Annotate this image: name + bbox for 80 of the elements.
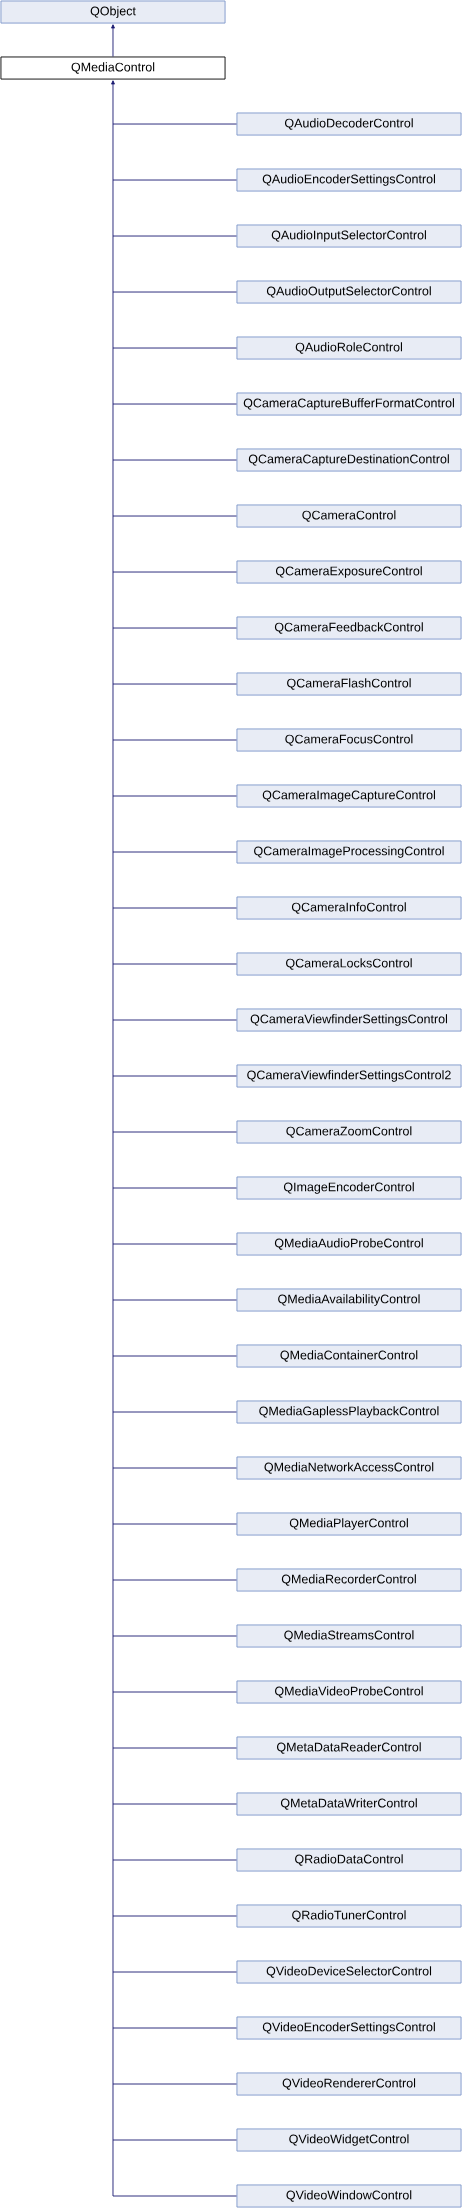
class-box: QCameraCaptureDestinationControl <box>236 448 462 472</box>
class-box: QMediaAvailabilityControl <box>236 1288 462 1312</box>
branch-line <box>112 1859 237 1861</box>
branch-line <box>112 403 237 405</box>
class-box: QMediaAudioProbeControl <box>236 1232 462 1256</box>
class-box: QMediaStreamsControl <box>236 1624 462 1648</box>
class-box: QCameraViewfinderSettingsControl2 <box>236 1064 462 1088</box>
class-box: QImageEncoderControl <box>236 1176 462 1200</box>
branch-line <box>112 459 237 461</box>
class-box: QCameraFeedbackControl <box>236 616 462 640</box>
class-box: QVideoDeviceSelectorControl <box>236 1960 462 1984</box>
class-box: QAudioInputSelectorControl <box>236 224 462 248</box>
class-box: QCameraExposureControl <box>236 560 462 584</box>
branch-line <box>112 1691 237 1693</box>
branch-line <box>112 1355 237 1357</box>
class-box: QCameraControl <box>236 504 462 528</box>
branch-line <box>112 739 237 741</box>
branch-line <box>112 1915 237 1917</box>
class-box: QMediaContainerControl <box>236 1344 462 1368</box>
branch-line <box>112 1019 237 1021</box>
branch-line <box>112 627 237 629</box>
class-box: QAudioOutputSelectorControl <box>236 280 462 304</box>
branch-line <box>112 1187 237 1189</box>
branch-line <box>112 123 237 125</box>
inheritance-arrow <box>111 80 115 2197</box>
branch-line <box>112 1747 237 1749</box>
class-box: QRadioDataControl <box>236 1848 462 1872</box>
class-box: QMetaDataWriterControl <box>236 1792 462 1816</box>
class-box: QAudioRoleControl <box>236 336 462 360</box>
branch-line <box>112 2027 237 2029</box>
branch-line <box>112 1243 237 1245</box>
branch-line <box>112 515 237 517</box>
branch-line <box>112 1131 237 1133</box>
class-box: QMediaPlayerControl <box>236 1512 462 1536</box>
branch-line <box>112 2083 237 2085</box>
class-box: QVideoWidgetControl <box>236 2128 462 2152</box>
branch-line <box>112 235 237 237</box>
class-box: QMediaNetworkAccessControl <box>236 1456 462 1480</box>
branch-line <box>112 1579 237 1581</box>
class-box: QCameraCaptureBufferFormatControl <box>236 392 462 416</box>
branch-line <box>112 1299 237 1301</box>
branch-line <box>112 683 237 685</box>
branch-line <box>112 907 237 909</box>
class-box: QCameraInfoControl <box>236 896 462 920</box>
branch-line <box>112 1971 237 1973</box>
branch-line <box>112 2139 237 2141</box>
class-box: QCameraViewfinderSettingsControl <box>236 1008 462 1032</box>
branch-line <box>112 1803 237 1805</box>
branch-line <box>112 1467 237 1469</box>
class-box: QMediaGaplessPlaybackControl <box>236 1400 462 1424</box>
branch-line <box>112 291 237 293</box>
class-box: QRadioTunerControl <box>236 1904 462 1928</box>
branch-line <box>112 851 237 853</box>
class-box: QMediaRecorderControl <box>236 1568 462 1592</box>
class-box: QMetaDataReaderControl <box>236 1736 462 1760</box>
branch-line <box>112 571 237 573</box>
class-box: QObject <box>0 0 226 24</box>
class-box: QCameraLocksControl <box>236 952 462 976</box>
branch-line <box>112 963 237 965</box>
branch-line <box>112 347 237 349</box>
class-box: QAudioDecoderControl <box>236 112 462 136</box>
branch-line <box>112 1635 237 1637</box>
class-box: QCameraImageCaptureControl <box>236 784 462 808</box>
class-box: QCameraFocusControl <box>236 728 462 752</box>
branch-line <box>112 795 237 797</box>
class-box: QCameraZoomControl <box>236 1120 462 1144</box>
branch-line <box>112 1411 237 1413</box>
class-box: QCameraImageProcessingControl <box>236 840 462 864</box>
class-box: QVideoWindowControl <box>236 2184 462 2208</box>
inheritance-arrow <box>111 24 115 57</box>
branch-line <box>112 1523 237 1525</box>
class-box: QAudioEncoderSettingsControl <box>236 168 462 192</box>
class-box: QVideoEncoderSettingsControl <box>236 2016 462 2040</box>
class-box: QMediaControl <box>0 56 226 80</box>
branch-line <box>112 2195 237 2197</box>
branch-line <box>112 1075 237 1077</box>
class-box: QVideoRendererControl <box>236 2072 462 2096</box>
class-box: QMediaVideoProbeControl <box>236 1680 462 1704</box>
class-box: QCameraFlashControl <box>236 672 462 696</box>
branch-line <box>112 179 237 181</box>
